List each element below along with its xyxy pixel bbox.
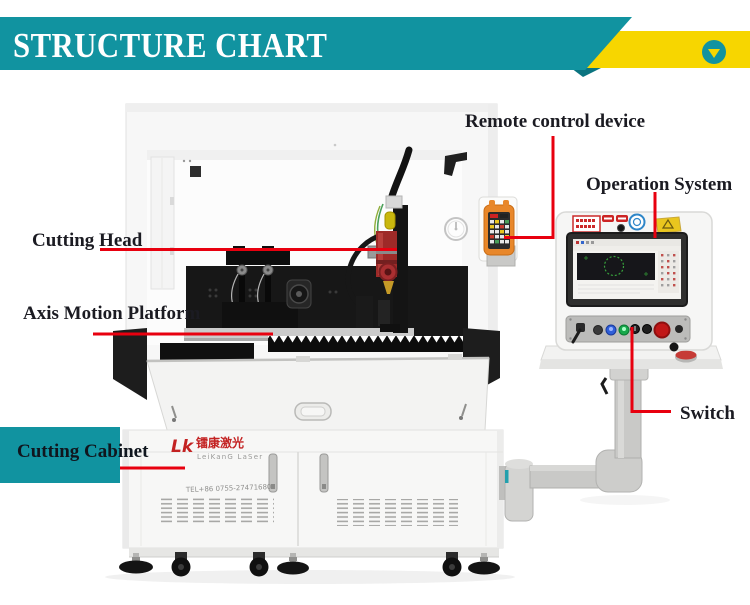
- caution-label: [655, 216, 682, 234]
- brand-name-en: LeiKanG LaSer: [197, 453, 263, 461]
- emergency-stop-button: [653, 321, 671, 339]
- label-remote-control-device: Remote control device: [465, 111, 646, 132]
- brand-name-cn: 镭康激光: [196, 435, 244, 450]
- knob-small: [675, 325, 683, 333]
- page-title: STRUCTURE CHART: [13, 26, 328, 65]
- label-cutting-head: Cutting Head: [32, 230, 143, 251]
- front-flap: [113, 328, 500, 434]
- tel-text: TEL+86 0755-27471680: [185, 483, 272, 494]
- label-cutting-cabinet: Cutting Cabinet: [17, 441, 149, 462]
- feet-and-casters: [119, 552, 500, 577]
- warning-label: [572, 215, 601, 233]
- brand-monogram: Lk: [171, 437, 195, 457]
- logo-badge: [628, 213, 646, 231]
- vent-grille-left: [156, 497, 274, 524]
- cutting-cabinet: Lk 镭康激光 LeiKanG LaSer TEL+86 0755-274716…: [122, 429, 504, 558]
- door-handle-left: [268, 453, 278, 493]
- scroll-down-button[interactable]: [702, 40, 726, 64]
- cutting-cabinet-chip: Cutting Cabinet: [0, 427, 148, 483]
- corner-bracket: [444, 152, 467, 176]
- header-band-shadow: [571, 68, 601, 77]
- callout-lines: [93, 136, 671, 470]
- vent-grille-right: [333, 499, 458, 526]
- button-black: [669, 342, 679, 352]
- label-switch: Switch: [680, 403, 735, 424]
- axis-motion-platform: [160, 246, 468, 362]
- door-handle-right: [319, 453, 329, 493]
- button-dark: [593, 325, 603, 335]
- chevron-down-icon: [708, 48, 720, 58]
- operation-console: [539, 211, 723, 369]
- toggle-switch: [576, 323, 585, 332]
- knob: [642, 324, 652, 334]
- remote-control-device: [478, 196, 518, 267]
- pressure-gauge: [444, 217, 468, 241]
- label-operation-system: Operation System: [586, 174, 733, 195]
- header-teal-band: [0, 17, 632, 70]
- cad-canvas: [577, 253, 655, 280]
- label-axis-motion-platform: Axis Motion Platform: [23, 303, 201, 324]
